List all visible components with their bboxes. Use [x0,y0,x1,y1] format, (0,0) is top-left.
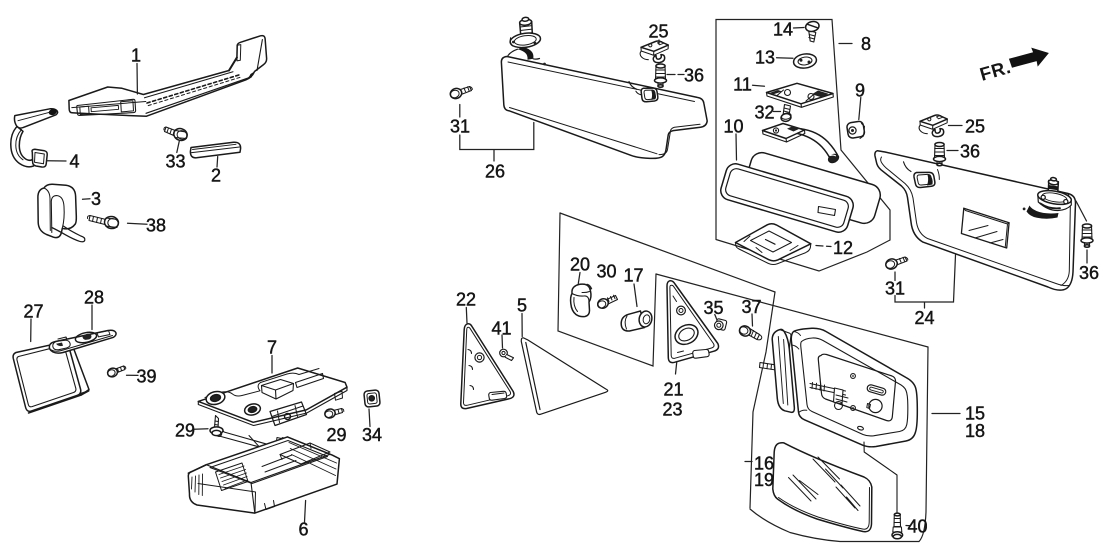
svg-text:6: 6 [298,520,308,540]
svg-text:17: 17 [623,266,643,286]
svg-text:34: 34 [362,425,382,445]
svg-text:37: 37 [741,297,761,317]
svg-text:11: 11 [733,75,752,95]
svg-text:31: 31 [885,279,905,299]
svg-text:1: 1 [131,46,141,66]
svg-text:21: 21 [663,380,683,400]
svg-text:5: 5 [517,296,527,316]
svg-text:40: 40 [907,517,927,537]
svg-text:25: 25 [965,117,985,137]
svg-text:9: 9 [855,81,865,101]
svg-text:30: 30 [596,262,616,282]
svg-text:31: 31 [450,117,470,137]
svg-text:38: 38 [146,216,166,236]
svg-text:4: 4 [69,152,79,172]
svg-text:3: 3 [91,189,101,209]
svg-text:28: 28 [84,288,104,308]
svg-text:8: 8 [861,34,871,54]
svg-text:36: 36 [1079,263,1099,283]
svg-text:27: 27 [23,302,43,322]
svg-text:18: 18 [965,421,985,441]
svg-text:24: 24 [914,308,934,328]
svg-text:32: 32 [754,103,774,123]
svg-text:36: 36 [684,66,704,86]
svg-text:15: 15 [965,404,985,424]
svg-text:41: 41 [491,319,511,339]
svg-text:10: 10 [723,117,743,137]
svg-text:29: 29 [175,421,195,441]
svg-text:23: 23 [662,400,682,420]
svg-text:35: 35 [703,298,723,318]
svg-text:19: 19 [754,470,774,490]
svg-text:36: 36 [960,142,980,162]
svg-text:22: 22 [456,290,476,310]
svg-text:12: 12 [833,238,853,258]
svg-text:13: 13 [755,48,775,68]
svg-text:16: 16 [754,454,774,474]
svg-text:29: 29 [326,425,346,445]
svg-text:20: 20 [570,255,590,275]
svg-text:14: 14 [773,20,793,40]
svg-text:33: 33 [165,152,185,172]
svg-text:26: 26 [485,162,505,182]
svg-text:39: 39 [136,367,156,387]
svg-text:7: 7 [267,338,277,358]
svg-text:25: 25 [648,22,668,42]
svg-text:2: 2 [211,166,221,186]
